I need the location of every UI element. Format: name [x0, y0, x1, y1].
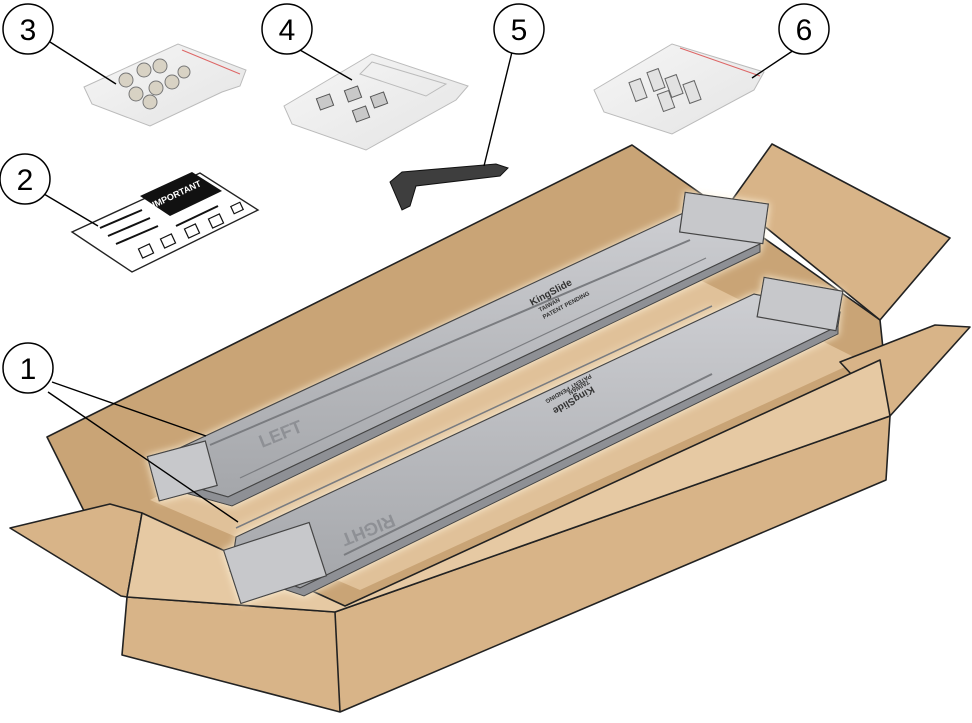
rail-right-groove-2: [343, 373, 713, 556]
callout-6-label: 6: [796, 14, 813, 47]
rail-right: RIGHT KingSlide TAIWAN PATENT PENDING: [222, 276, 844, 605]
leader-6: [751, 49, 795, 79]
brackets-icon: [628, 67, 702, 113]
card-box-3: [183, 223, 201, 239]
card-line-1: [99, 209, 143, 229]
callout-4: 4: [261, 3, 313, 55]
rail-right-bracket-rear: [756, 276, 844, 332]
callout-6: 6: [778, 3, 830, 55]
rail-left: LEFT KingSlide TAIWAN PATENT PENDING: [146, 191, 770, 507]
strap-icon: [389, 163, 509, 211]
bag-brackets: [593, 43, 765, 135]
callout-3-label: 3: [20, 14, 37, 47]
card-box-2: [159, 233, 177, 249]
rail-left-bracket-front: [146, 440, 218, 502]
screws-icon: [118, 58, 191, 110]
leader-1a: [51, 381, 207, 437]
box-edge: [334, 611, 341, 713]
strap-body: [389, 163, 509, 211]
bag-cage-nuts: [283, 53, 469, 151]
rail-right-bracket-front: [222, 521, 328, 605]
leader-1b: [47, 391, 239, 523]
box-front-lip: [126, 359, 891, 613]
card-line-3: [115, 225, 159, 245]
callout-5: 5: [493, 3, 545, 55]
cage-nuts-icon: [315, 85, 389, 123]
callout-2-label: 2: [17, 164, 34, 197]
bag-screws-outline: [83, 43, 247, 127]
bag-screws-seal: [181, 49, 241, 75]
callout-5-label: 5: [511, 14, 528, 47]
callout-4-label: 4: [279, 14, 296, 47]
callout-2: 2: [0, 153, 51, 205]
rail-right-groove: [235, 305, 713, 529]
card-box-4: [207, 213, 225, 229]
leader-4: [299, 49, 353, 81]
callouts: 1 2 3 4 5 6: [0, 3, 830, 394]
bag-cage-nuts-label: [359, 61, 448, 97]
rail-left-bracket-rear: [678, 191, 770, 245]
card-box-1: [137, 243, 155, 259]
card-line-2: [107, 217, 151, 237]
leader-5: [483, 51, 513, 167]
leader-3: [49, 41, 117, 85]
rail-left-groove-2: [239, 257, 707, 479]
callout-1: 1: [2, 342, 54, 394]
bag-screws: [83, 43, 247, 127]
callout-3: 3: [2, 3, 54, 55]
box-flap-back-right: [731, 143, 951, 321]
callout-1-label: 1: [20, 353, 37, 386]
card-box-5: [229, 201, 245, 215]
rail-left-groove: [209, 239, 691, 446]
box-flap-left: [9, 503, 143, 598]
card-heading-bar: [140, 172, 222, 216]
card-line-4: [175, 205, 219, 227]
instruction-card: IMPORTANT: [70, 172, 260, 273]
bag-brackets-seal: [679, 47, 761, 77]
leader-lines: [43, 41, 795, 523]
leader-2: [43, 193, 99, 227]
